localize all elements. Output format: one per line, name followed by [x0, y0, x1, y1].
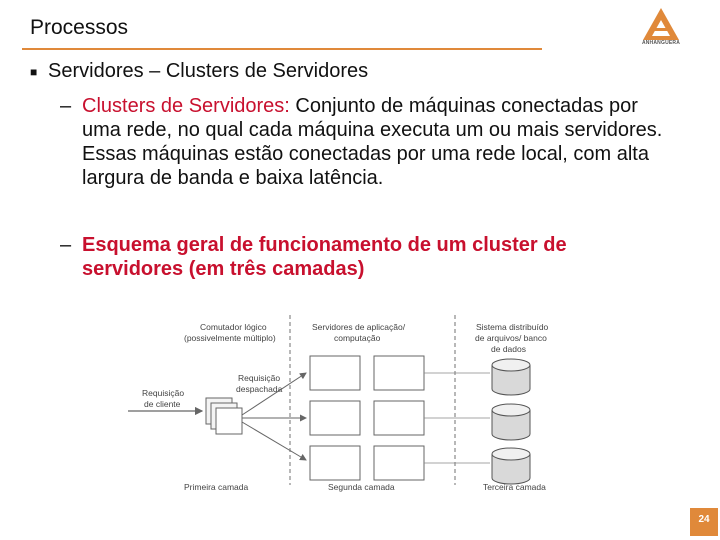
dash-bullet: –	[60, 234, 72, 256]
sub-bullet-scheme: – Esquema geral de funcionamento de um c…	[60, 233, 670, 281]
switch-label-2: (possivelmente múltiplo)	[184, 333, 276, 343]
database-icon	[491, 358, 531, 396]
three-tier-cluster-diagram: Comutador lógico (possivelmente múltiplo…	[128, 315, 549, 492]
sub-bullet-definition: – Clusters de Servidores: Conjunto de má…	[60, 94, 670, 190]
page-number: 24	[698, 514, 710, 525]
bullet-text: Servidores – Clusters de Servidores	[48, 60, 369, 82]
logo-text: ANHANGUERA	[641, 40, 681, 46]
page-number-badge	[690, 508, 718, 536]
request-label-1: Requisição	[142, 388, 184, 398]
tier1-label: Primeira camada	[184, 482, 249, 492]
database-icon	[491, 403, 531, 441]
storage-label-3: de dados	[491, 344, 526, 354]
slide-title: Processos	[30, 16, 129, 39]
scheme-text: Esquema geral de funcionamento de um clu…	[82, 234, 567, 280]
title-divider	[22, 48, 542, 50]
definition-term: Clusters de Servidores:	[82, 95, 290, 117]
dispatched-label-1: Requisição	[238, 373, 280, 383]
dispatched-label-2: despachada	[236, 384, 283, 394]
dispatch-arrow-1	[241, 372, 307, 416]
square-bullet-icon: ■	[30, 65, 38, 79]
app-servers-label-1: Servidores de aplicação/	[312, 322, 406, 332]
request-label-2: de cliente	[144, 399, 181, 409]
anhanguera-logo-icon	[643, 8, 679, 40]
app-servers-grid	[309, 355, 425, 481]
tier2-label: Segunda camada	[328, 482, 395, 492]
app-servers-label-2: computação	[334, 333, 381, 343]
switch-label-1: Comutador lógico	[200, 322, 267, 332]
switch-box-front	[215, 407, 243, 435]
bullet-servers-clusters: ■ Servidores – Clusters de Servidores	[30, 60, 368, 83]
database-icon	[491, 447, 531, 485]
storage-label-2: de arquivos/ banco	[475, 333, 547, 343]
dispatch-arrow-3	[241, 421, 307, 461]
storage-label-1: Sistema distribuído	[476, 322, 549, 332]
definition-text: Conjunto de máquinas conectadas por uma …	[82, 95, 663, 189]
tier3-label: Terceira camada	[483, 482, 546, 492]
dash-bullet: –	[60, 95, 72, 117]
